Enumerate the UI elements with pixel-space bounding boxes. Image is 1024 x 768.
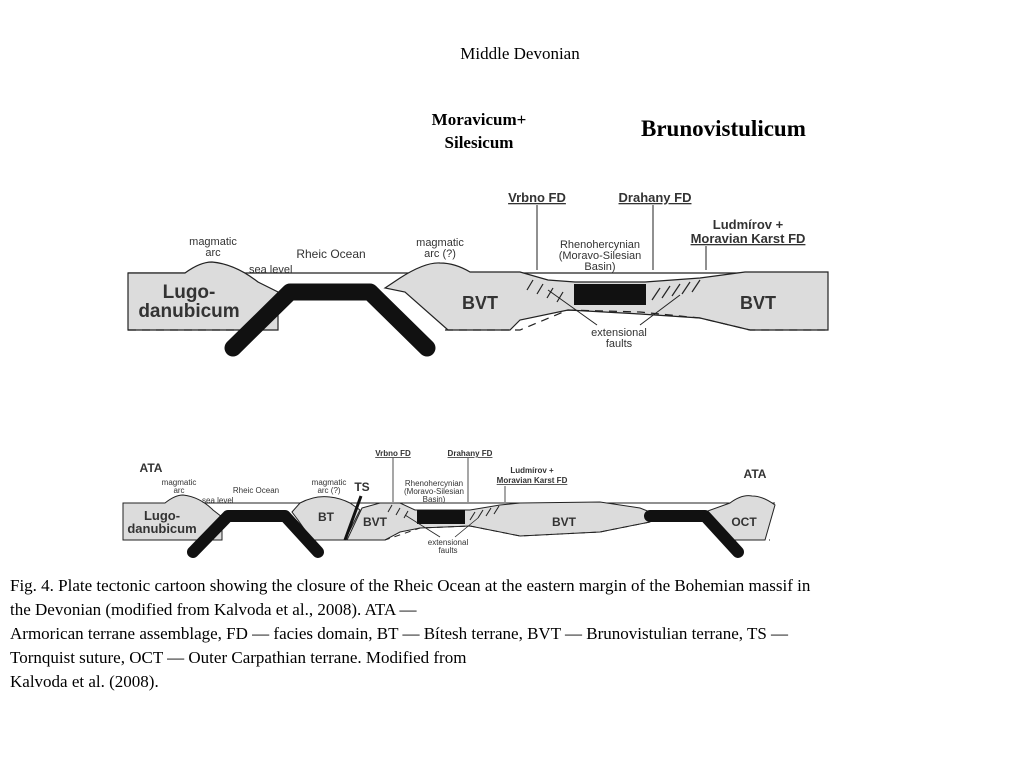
lower-bvt-label-right: BVT — [552, 515, 577, 529]
upper-rhenohercynian-label-2: (Moravo-Silesian — [559, 250, 642, 262]
lower-fault-ticks — [387, 504, 500, 521]
lower-drahany-label: Drahany FD — [448, 449, 493, 458]
upper-basin-fill — [574, 284, 646, 305]
lower-cross-section: ATA ATA Vrbno FD Drahany FD Ludmírov + M… — [122, 449, 776, 558]
moravicum-label-line2: Silesicum — [444, 133, 514, 152]
lower-ludmirov-label-1: Ludmírov + — [510, 466, 554, 475]
upper-rhenohercynian-label-3: Basin) — [584, 261, 615, 273]
upper-subducting-slab — [224, 283, 436, 357]
lower-rhenohercynian-label-2: (Moravo-Silesian — [404, 487, 464, 496]
upper-ludmirov-label-1: Ludmírov + — [713, 217, 784, 232]
lower-lugodanubicum-block — [122, 494, 223, 541]
figure-caption: Fig. 4. Plate tectonic cartoon showing t… — [10, 574, 1000, 694]
lower-ts-label: TS — [354, 480, 369, 494]
upper-bvt-label-right: BVT — [740, 293, 776, 313]
lower-magmatic-arc-label-1: magmatic — [162, 478, 197, 487]
lower-magmatic-arc-q-label-1: magmatic — [312, 478, 347, 487]
lower-rhenohercynian-label-1: Rhenohercynian — [405, 479, 463, 488]
page-title: Middle Devonian — [460, 44, 580, 63]
lower-fault-arrow-right — [454, 517, 479, 538]
upper-sea-level-label: sea level — [249, 264, 292, 276]
lower-sea-level-label: sea level — [202, 496, 234, 505]
lower-magmatic-arc-label-2: arc — [173, 486, 184, 495]
upper-lugodanubicum-label-2: danubicum — [138, 301, 239, 322]
upper-rheic-ocean-label: Rheic Ocean — [296, 247, 365, 261]
lower-ata-left-label: ATA — [140, 461, 163, 475]
upper-ludmirov-label-2: Moravian Karst FD — [691, 231, 806, 246]
upper-fault-arrow-left — [547, 289, 598, 326]
upper-magmatic-arc-label-1: magmatic — [189, 236, 237, 248]
upper-fault-arrow-right — [639, 294, 681, 326]
upper-bvt-label-left: BVT — [462, 293, 498, 313]
lower-lugodanubicum-label-1: Lugo- — [144, 508, 180, 523]
lower-rheic-ocean-label: Rheic Ocean — [233, 486, 279, 495]
lower-bvt-label-left: BVT — [363, 515, 388, 529]
lower-extensional-faults-label-1: extensional — [428, 538, 469, 547]
upper-magmatic-arc-label-2: arc — [205, 247, 221, 259]
caption-line-5: Kalvoda et al. (2008). — [10, 672, 159, 691]
lower-tornquist-suture — [343, 495, 363, 541]
moravicum-label-line1: Moravicum+ — [431, 110, 527, 129]
upper-extensional-faults-label-1: extensional — [591, 327, 647, 339]
upper-vrbno-label: Vrbno FD — [508, 190, 566, 205]
upper-dashed-base-right — [445, 309, 828, 331]
caption-line-4: Tornquist suture, OCT — Outer Carpathian… — [10, 648, 467, 667]
lower-fault-arrow-left — [404, 514, 441, 538]
lower-magmatic-arc-q-label-2: arc (?) — [317, 486, 340, 495]
upper-extensional-faults-label-2: faults — [606, 338, 633, 350]
caption-line-1: Fig. 4. Plate tectonic cartoon showing t… — [10, 576, 811, 595]
upper-magmatic-arc-q-label-1: magmatic — [416, 237, 464, 249]
lower-extensional-faults-label-2: faults — [438, 546, 457, 555]
upper-lugodanubicum-label-1: Lugo- — [163, 282, 216, 303]
upper-drahany-label: Drahany FD — [619, 190, 692, 205]
lower-ludmirov-label-2: Moravian Karst FD — [497, 476, 568, 485]
upper-fault-ticks — [526, 279, 701, 303]
lower-lugodanubicum-label-2: danubicum — [127, 521, 196, 536]
lower-basin-fill — [417, 510, 465, 524]
caption-line-2: the Devonian (modified from Kalvoda et a… — [10, 600, 417, 619]
lower-subducting-slab-right — [644, 510, 744, 558]
upper-magmatic-arc-q-label-2: arc (?) — [424, 248, 456, 260]
lower-vrbno-label: Vrbno FD — [375, 449, 411, 458]
lower-subducting-slab-left — [187, 510, 324, 558]
moravicum-silesicum-label: Moravicum+ Silesicum — [398, 108, 560, 154]
lower-bt-label: BT — [318, 510, 335, 524]
lower-oct-label: OCT — [731, 515, 757, 529]
brunovistulicum-label: Brunovistulicum — [641, 116, 806, 141]
lower-ata-right-label: ATA — [744, 467, 767, 481]
upper-cross-section: Vrbno FD Drahany FD Ludmírov + Moravian … — [127, 190, 829, 357]
lower-rhenohercynian-label-3: Basin) — [423, 495, 446, 504]
lower-dashed-base-mid — [340, 521, 651, 541]
upper-rhenohercynian-label-1: Rhenohercynian — [560, 239, 640, 251]
caption-line-3: Armorican terrane assemblage, FD — facie… — [10, 624, 789, 643]
upper-lugodanubicum-block — [127, 261, 279, 331]
